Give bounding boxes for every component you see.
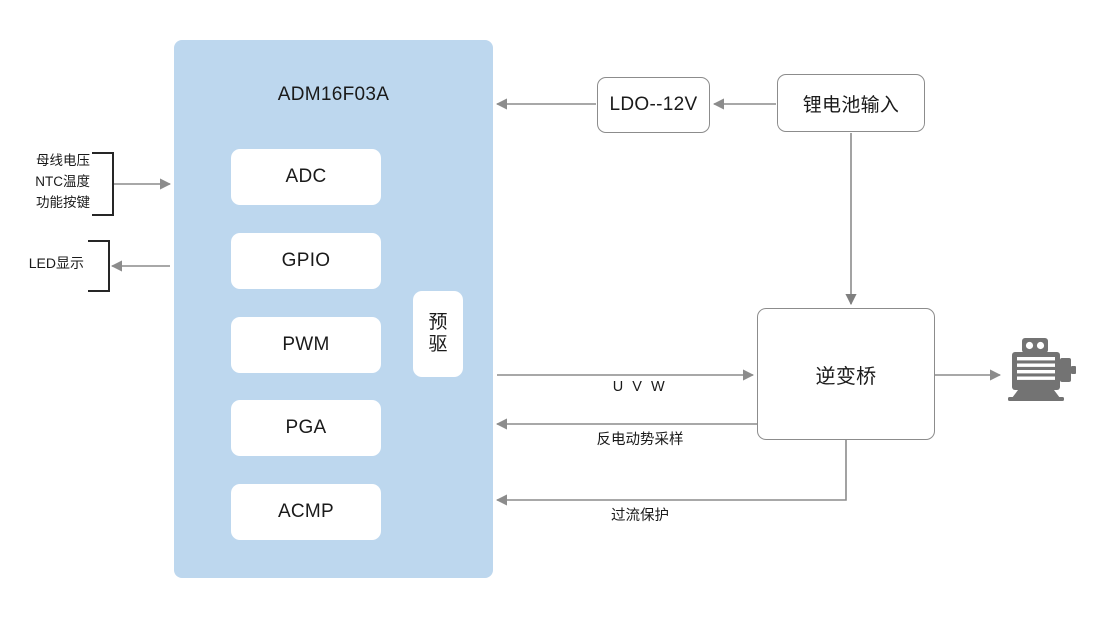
sense-label-func-key: 功能按键 xyxy=(36,195,90,210)
wire-ocp xyxy=(495,440,847,506)
signal-label-ocp: 过流保护 xyxy=(611,508,669,524)
display-label-led: LED显示 xyxy=(28,255,84,271)
mcu-module-gpio[interactable]: GPIO xyxy=(231,233,381,289)
motor-icon xyxy=(1004,336,1078,402)
sense-label-ntc-temp: NTC温度 xyxy=(35,174,90,189)
signal-label-uvw: U V W xyxy=(612,379,668,395)
mcu-module-acmp[interactable]: ACMP xyxy=(231,484,381,540)
predriver-label-line2: 驱 xyxy=(428,334,448,355)
predriver-block[interactable]: 预 驱 xyxy=(413,291,463,377)
mcu-module-pwm[interactable]: PWM xyxy=(231,317,381,373)
battery-box[interactable]: 锂电池输入 xyxy=(777,74,925,132)
display-group-labels: LED显示 xyxy=(0,253,84,273)
sense-group-bracket xyxy=(92,152,114,216)
signal-label-bemf: 反电动势采样 xyxy=(596,432,684,448)
predriver-label-line1: 预 xyxy=(428,311,448,333)
sense-label-bus-voltage: 母线电压 xyxy=(36,153,90,168)
mcu-module-adc[interactable]: ADC xyxy=(231,149,381,205)
display-group-bracket xyxy=(88,240,110,292)
inverter-bridge-box[interactable]: 逆变桥 xyxy=(757,308,935,440)
ldo-box[interactable]: LDO--12V xyxy=(597,77,710,133)
sense-group-labels: 母线电压 NTC温度 功能按键 xyxy=(0,150,90,213)
mcu-module-pga[interactable]: PGA xyxy=(231,400,381,456)
mcu-title: ADM16F03A xyxy=(277,84,390,105)
